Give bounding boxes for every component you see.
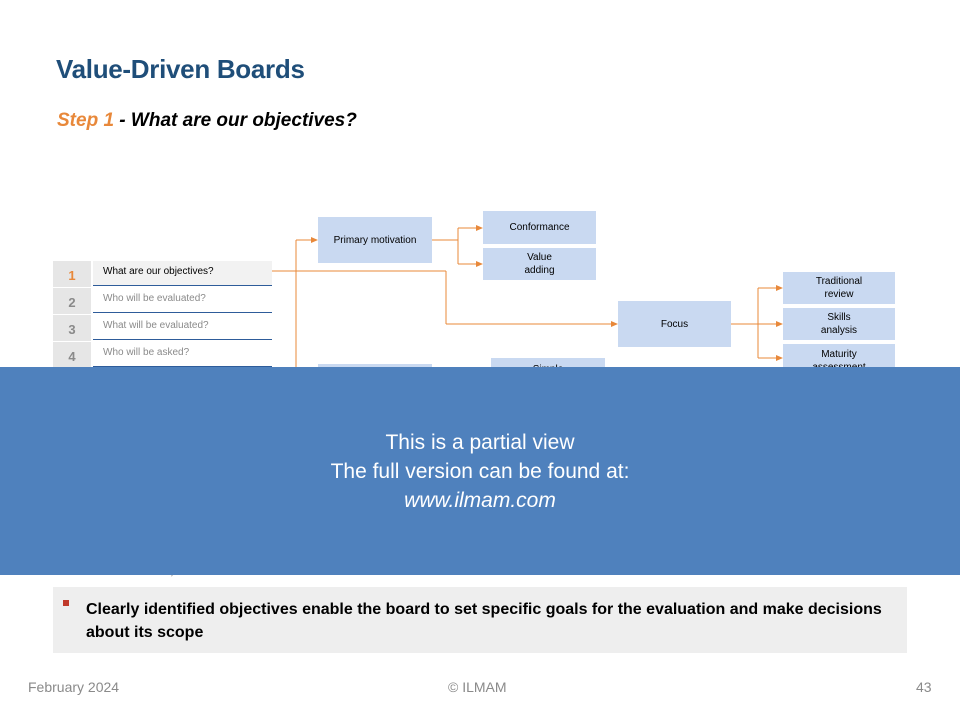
banner-line-2: The full version can be found at: — [330, 460, 630, 483]
step-label: Who will be evaluated? — [93, 288, 272, 313]
step-label: What will be evaluated? — [93, 315, 272, 340]
arrowhead — [476, 225, 483, 231]
focus-box: Focus — [618, 301, 731, 347]
page-number: 43 — [916, 679, 932, 695]
footer-date: February 2024 — [28, 679, 120, 695]
banner-line-1: This is a partial view — [385, 431, 575, 454]
page-title: Value-Driven Boards — [56, 54, 305, 84]
primary-motivation-box: Primary motivation — [318, 217, 432, 263]
key-takeaway-callout: Clearly identified objectives enable the… — [53, 587, 907, 653]
step-number: 3 — [53, 315, 91, 341]
bullet-icon — [63, 600, 69, 606]
page-subtitle: Step 1 - What are our objectives? — [57, 110, 357, 132]
arrowhead — [611, 321, 618, 327]
subtitle-question: - What are our objectives? — [114, 110, 357, 131]
callout-text: Clearly identified objectives enable the… — [86, 601, 882, 641]
footer-copyright: © ILMAM — [448, 679, 507, 695]
step-row-4: 4 Who will be asked? — [53, 342, 272, 368]
arrowhead — [311, 237, 318, 243]
subtitle-step: Step 1 — [57, 110, 115, 131]
arrowhead — [776, 285, 783, 291]
step-row-3: 3 What will be evaluated? — [53, 315, 272, 341]
step-number: 2 — [53, 288, 91, 314]
step-row-2: 2 Who will be evaluated? — [53, 288, 272, 314]
step-label: Who will be asked? — [93, 342, 272, 367]
partial-view-banner: This is a partial view The full version … — [0, 367, 960, 575]
conformance-box: Conformance — [483, 211, 596, 244]
step-number: 1 — [53, 261, 91, 287]
arrowhead — [476, 261, 483, 267]
step-row-1: 1 What are our objectives? — [53, 261, 272, 287]
skills-analysis-box: Skills analysis — [783, 308, 895, 340]
step-label: What are our objectives? — [93, 261, 272, 286]
banner-url: www.ilmam.com — [404, 489, 556, 512]
step-number: 4 — [53, 342, 91, 368]
value-adding-box: Value adding — [483, 248, 596, 280]
traditional-review-box: Traditional review — [783, 272, 895, 304]
arrowhead — [776, 321, 783, 327]
arrowhead — [776, 355, 783, 361]
